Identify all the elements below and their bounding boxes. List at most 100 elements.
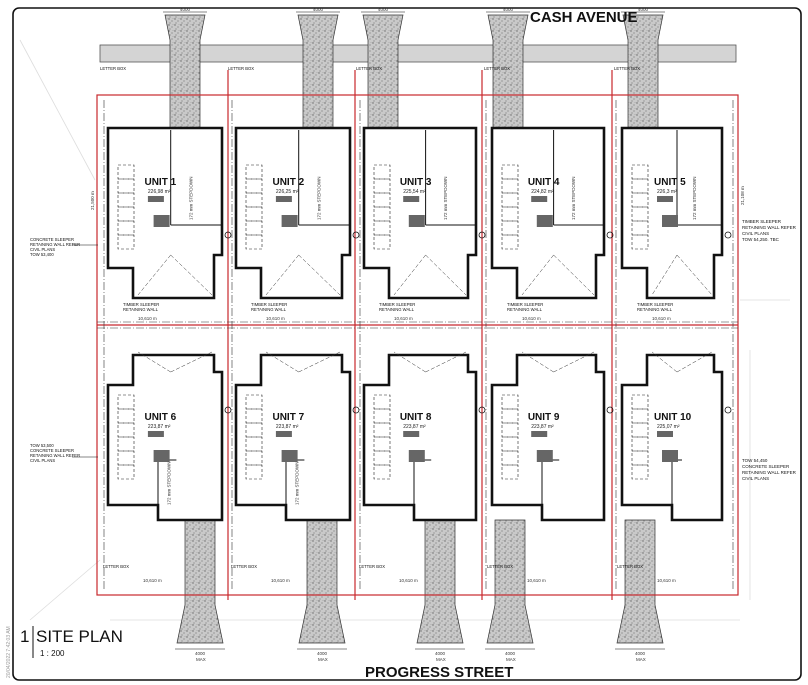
unit-footprint <box>362 126 478 300</box>
unit-footprint <box>620 126 724 300</box>
retaining-wall-note: RETAINING WALL <box>379 307 415 312</box>
lot-width-dim: 10,610 m <box>657 578 676 583</box>
driveway-width-label: 4000 <box>313 7 324 12</box>
service-pit-icon <box>352 406 360 414</box>
retaining-wall-note: TIMBER SLEEPER <box>123 302 159 307</box>
floor-level-tag <box>662 215 678 227</box>
svg-text:CONCRETE SLEEPER: CONCRETE SLEEPER <box>30 237 74 242</box>
floor-level-tag <box>153 450 170 462</box>
lot-depth-right: 21,108 m <box>740 186 745 205</box>
service-pit-icon <box>724 406 732 414</box>
driveway-max-label: MAX <box>196 657 206 662</box>
drawing-title-block: 1 SITE PLAN 1 : 200 <box>20 626 123 658</box>
lot-width-dim: 10,610 m <box>399 578 418 583</box>
unit-name: UNIT 8 <box>400 412 432 423</box>
svg-text:RETAINING WALL REFER: RETAINING WALL REFER <box>30 453 80 458</box>
unit-area: 223,87 m² <box>276 424 299 430</box>
svg-text:CIVIL PLANS: CIVIL PLANS <box>742 231 769 236</box>
letter-box-label: LETTER BOX <box>617 564 643 569</box>
svg-text:CIVIL PLANS: CIVIL PLANS <box>30 247 55 252</box>
unit-name: UNIT 7 <box>272 412 304 423</box>
driveway-max-label: MAX <box>506 657 516 662</box>
unit-footprint <box>106 126 224 300</box>
unit-name: UNIT 6 <box>144 412 176 423</box>
driveway-north-2: 4000 <box>296 7 340 131</box>
service-pit-icon <box>606 231 614 239</box>
lot-width-dim: 10,610 m <box>271 578 290 583</box>
lot-depth-left: 21,500 m <box>90 191 95 210</box>
svg-text:RETAINING WALL REFER: RETAINING WALL REFER <box>742 225 797 230</box>
service-pit-icon <box>606 406 614 414</box>
unit-area: 223,87 m² <box>148 424 171 430</box>
driveway-north-1: 4000 <box>163 7 207 131</box>
driveway-max-label: MAX <box>436 657 446 662</box>
retaining-wall-note: TIMBER SLEEPER <box>379 302 415 307</box>
driveway-width-label: 4000 <box>638 7 649 12</box>
stepdown-note: 172 mm STEPDOWN <box>571 176 576 220</box>
svg-text:CONCRETE SLEEPER: CONCRETE SLEEPER <box>742 464 790 469</box>
unit-footprint <box>490 353 606 522</box>
driveway-max-label: MAX <box>636 657 646 662</box>
print-timestamp: 20/04/2022 7:42:03 AM <box>6 626 12 678</box>
service-pit-icon <box>224 231 232 239</box>
unit-footprint <box>234 126 352 300</box>
unit-area: 226,98 m² <box>148 189 171 195</box>
lot-width-dim: 10,610 m <box>527 578 546 583</box>
unit-area: 224,82 m² <box>531 189 554 195</box>
cash-avenue-road <box>99 44 737 63</box>
floor-level-tag <box>662 450 678 462</box>
lot-width-dim: 10,610 m <box>266 316 285 321</box>
driveway-width-label: 4000 <box>317 651 328 656</box>
progress-street-label: PROGRESS STREET <box>365 664 513 681</box>
driveway-width-label: 4000 <box>195 651 206 656</box>
retaining-wall-note: TIMBER SLEEPER <box>251 302 287 307</box>
floor-level-tag <box>153 215 170 227</box>
stepdown-note: 172 mm STEPDOWN <box>443 176 448 220</box>
driveway-width-label: 4000 <box>505 651 516 656</box>
letter-box-label: LETTER BOX <box>231 564 257 569</box>
unit-type-tag <box>275 196 292 202</box>
floor-level-tag <box>281 450 298 462</box>
service-pit-icon <box>224 406 232 414</box>
unit-area: 223,87 m² <box>403 424 426 430</box>
letter-box-label: LETTER BOX <box>487 564 513 569</box>
retaining-wall-note: RETAINING WALL <box>123 307 159 312</box>
svg-text:CIVIL PLANS: CIVIL PLANS <box>30 458 55 463</box>
stepdown-note: 172 mm STEPDOWN <box>692 176 697 220</box>
service-pit-icon <box>724 231 732 239</box>
driveway-max-label: MAX <box>318 657 328 662</box>
letter-box-label: LETTER BOX <box>103 564 129 569</box>
unit-type-tag <box>403 196 420 202</box>
svg-text:RETAINING WALL REFER: RETAINING WALL REFER <box>742 470 797 475</box>
unit-footprint <box>106 353 224 522</box>
unit-type-tag <box>147 431 164 437</box>
note-concrete-left-top: CONCRETE SLEEPER RETAINING WALL REFER CI… <box>30 237 98 257</box>
driveway-width-label: 4000 <box>378 7 389 12</box>
unit-name: UNIT 2 <box>272 177 304 188</box>
unit-name: UNIT 10 <box>654 412 692 423</box>
unit-name: UNIT 4 <box>528 177 560 188</box>
svg-text:TOW 54,450: TOW 54,450 <box>742 458 768 463</box>
service-pit-icon <box>478 231 486 239</box>
service-pit-icon <box>478 406 486 414</box>
unit-area: 225,07 m² <box>657 424 680 430</box>
unit-type-tag <box>531 431 548 437</box>
retaining-wall-note: TIMBER SLEEPER <box>637 302 673 307</box>
stepdown-note: 172 mm STEPDOWN <box>295 461 300 505</box>
drawing-title: SITE PLAN <box>36 627 123 646</box>
